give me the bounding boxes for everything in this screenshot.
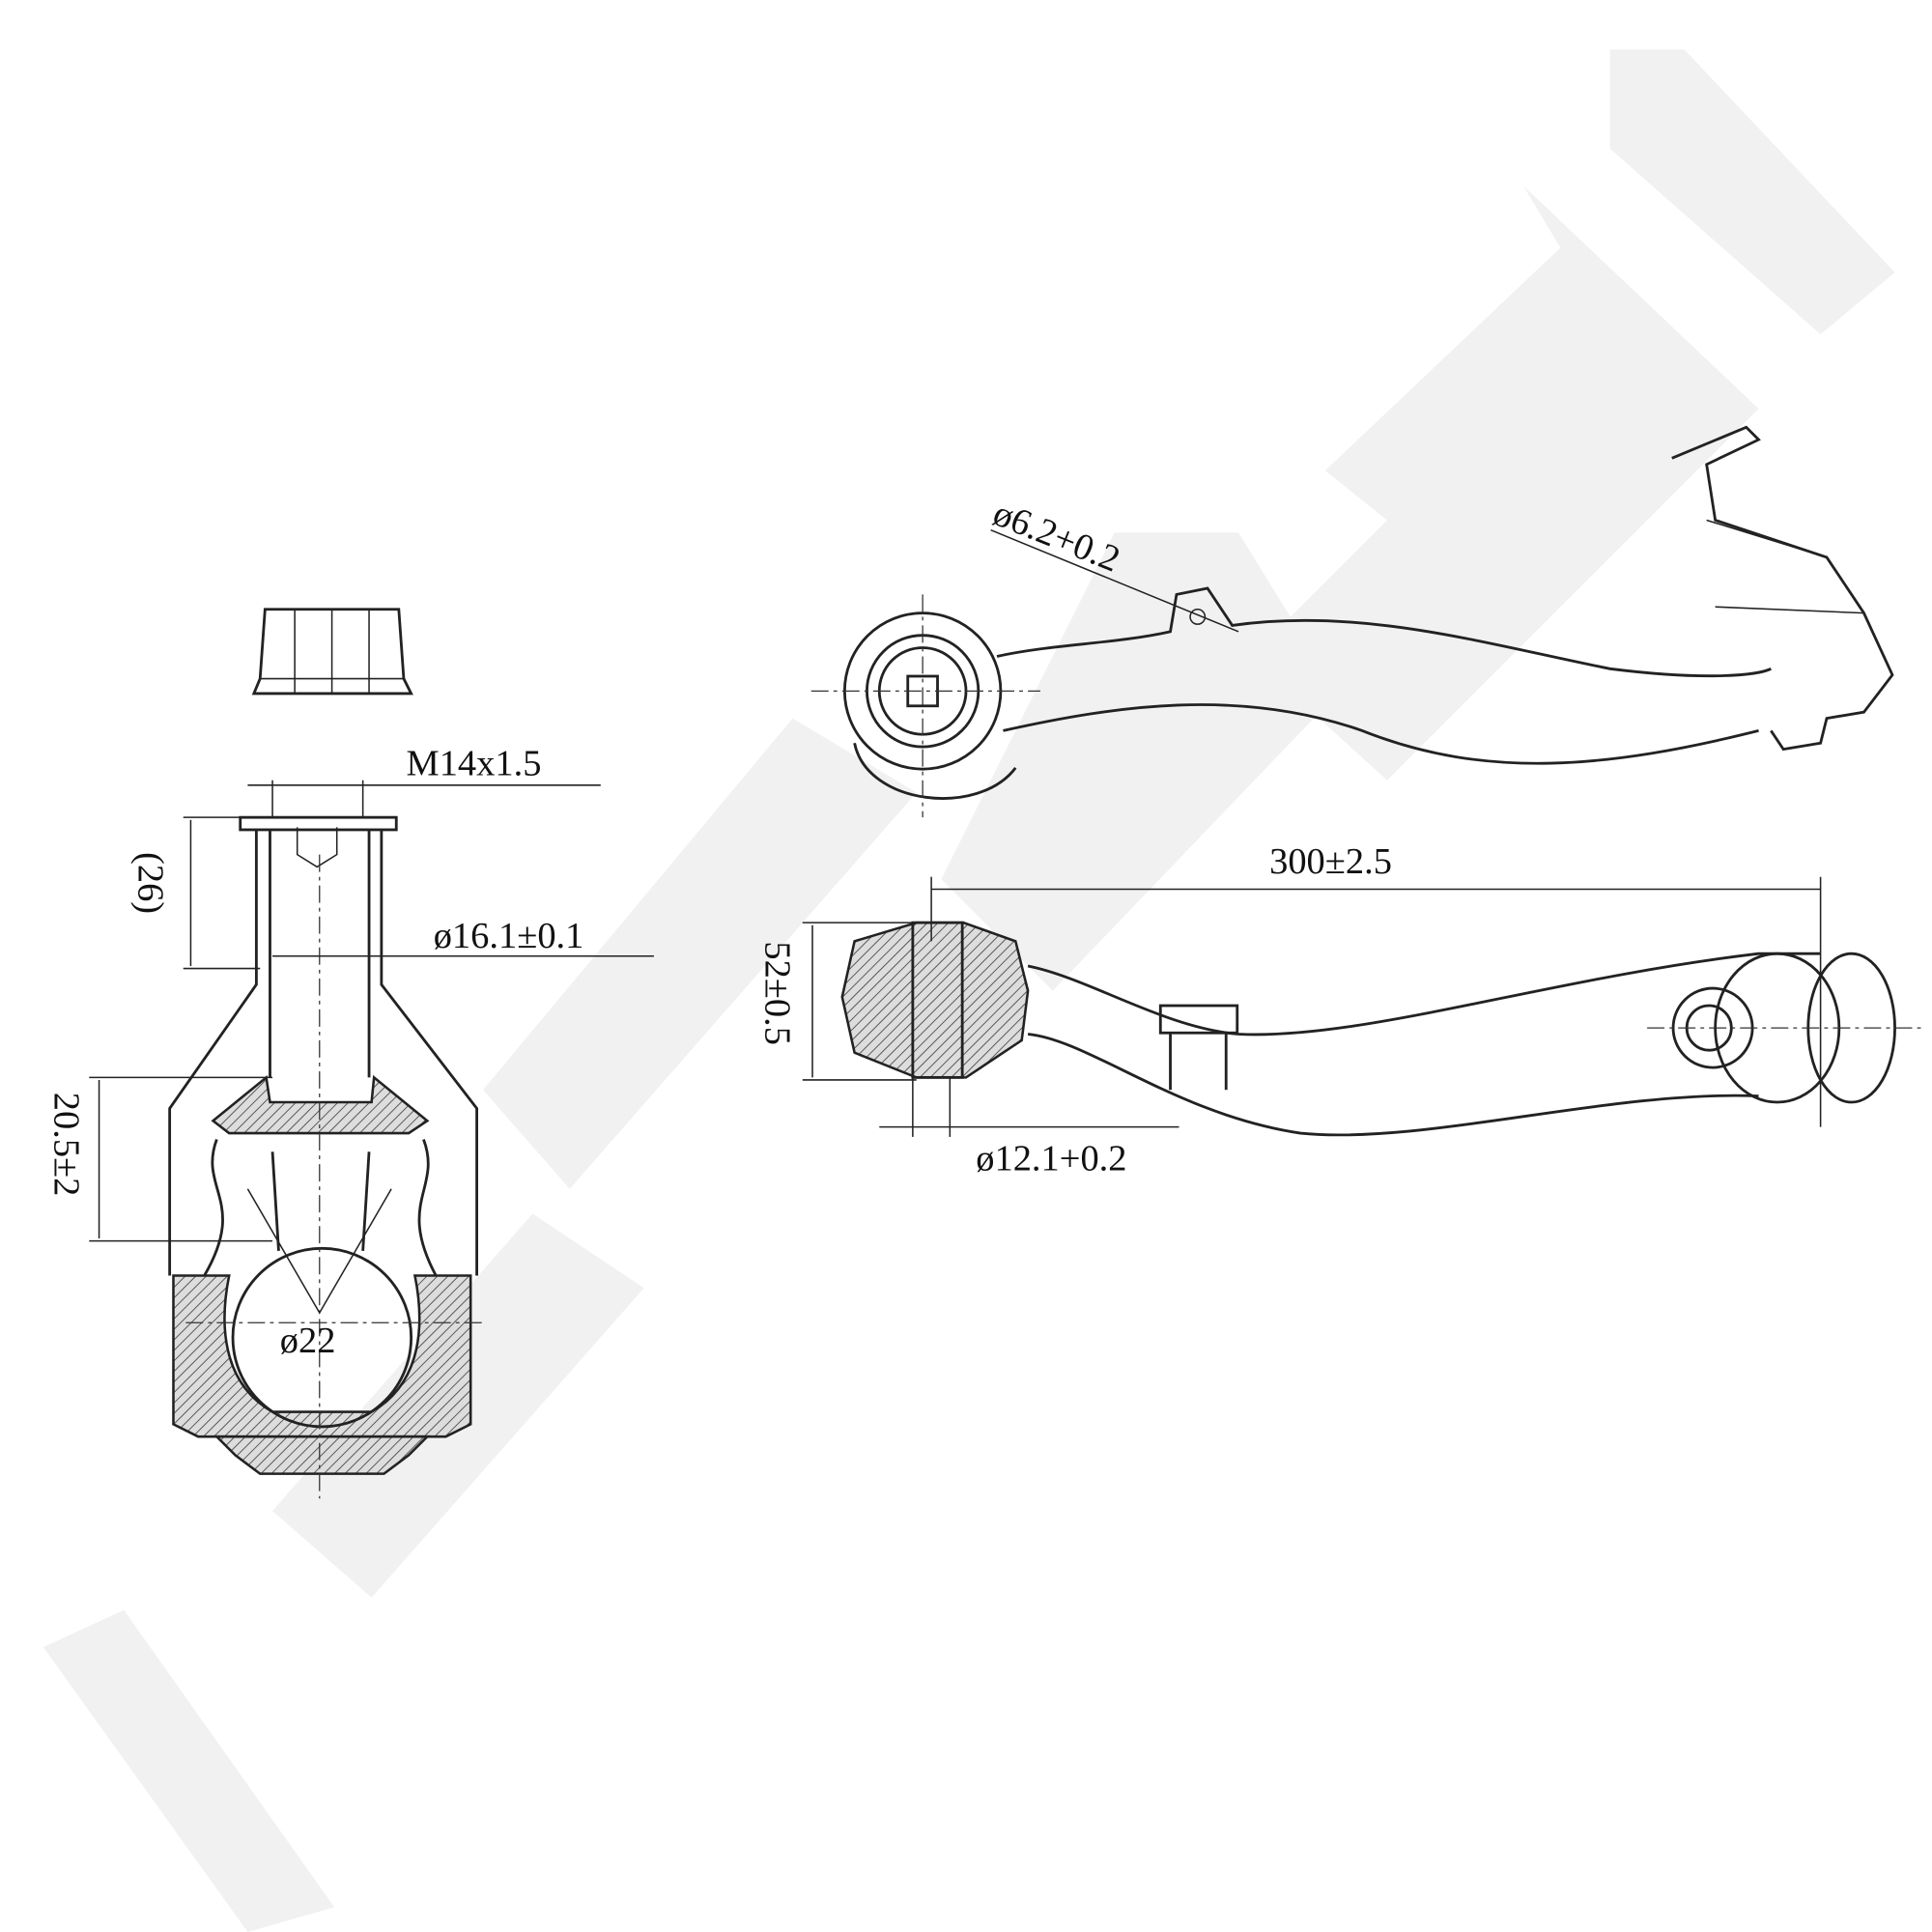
control-arm-top-view [810, 425, 1894, 818]
label-boot-height: 20.5±2 [45, 1093, 86, 1197]
label-shank-height: (26) [130, 852, 171, 914]
label-arm-length: 300±2.5 [1269, 841, 1392, 882]
dimension-lines-left [89, 780, 654, 1242]
label-ball-diameter: ø22 [280, 1321, 336, 1361]
ball-joint-section [168, 815, 484, 1499]
label-bushing-bore: ø12.1+0.2 [976, 1139, 1126, 1179]
dimension-lines-right [802, 876, 1822, 1137]
label-taper-diameter: ø16.1±0.1 [434, 916, 584, 956]
label-thread: M14x1.5 [407, 744, 542, 784]
label-bushing-width: 52±0.5 [756, 941, 797, 1045]
control-arm-side-view [840, 921, 1926, 1137]
nut-drawing [251, 608, 413, 696]
label-hole-diameter: ø6.2+0.2 [987, 493, 1125, 580]
